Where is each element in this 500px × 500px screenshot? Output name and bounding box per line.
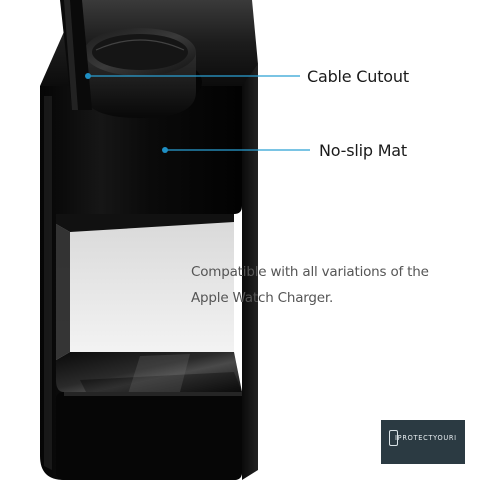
mat-callout-dot: [162, 147, 168, 153]
no-slip-mat-label: No-slip Mat: [319, 141, 407, 160]
compatibility-description: Compatible with all variations of the Ap…: [191, 259, 451, 311]
phone-outline-icon: [389, 430, 398, 446]
description-line-1: Compatible with all variations of the: [191, 264, 429, 280]
stand-base-top: [56, 352, 242, 392]
description-line-2: Apple Watch Charger.: [191, 290, 334, 306]
stand-side: [242, 64, 258, 480]
cable-callout-dot: [85, 73, 91, 79]
brand-name: IPROTECTYOURI: [395, 434, 457, 442]
brand-badge: IPROTECTYOURI: [381, 420, 465, 464]
cable-cutout-label: Cable Cutout: [307, 67, 409, 86]
stand-slot: [56, 214, 234, 370]
